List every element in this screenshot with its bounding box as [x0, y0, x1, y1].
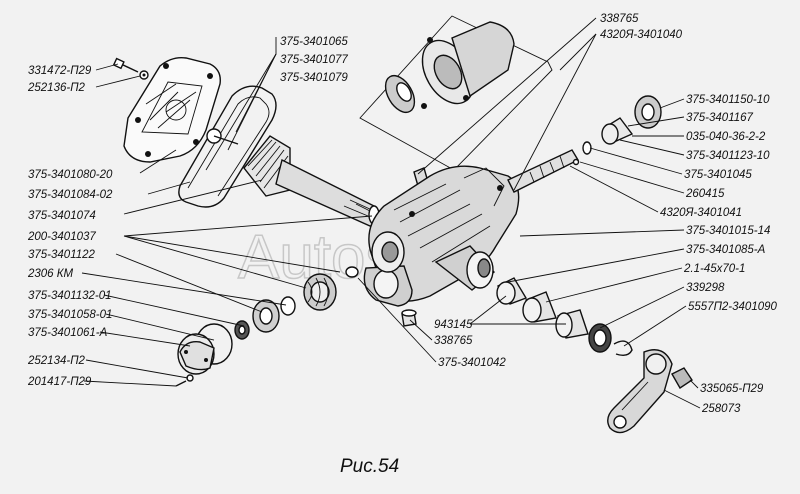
leader-lines	[81, 17, 701, 409]
label-375-3401167: 375-3401167	[686, 112, 754, 124]
label-375-3401065: 375-3401065	[280, 36, 348, 48]
input-shaft	[507, 141, 592, 193]
gear-housing	[363, 165, 520, 307]
housing-small-ring	[345, 266, 359, 278]
label-375-3401015-14: 375-3401015-14	[686, 225, 770, 237]
pitman-arm	[607, 349, 693, 434]
label-2-1-45x70-1: 2.1-45х70-1	[683, 263, 745, 275]
sector-shaft	[243, 135, 381, 227]
label-258073: 258073	[701, 403, 741, 415]
label-375-3401079: 375-3401079	[280, 72, 348, 84]
lower-bushings	[496, 277, 633, 357]
label-375-3401123-10: 375-3401123-10	[686, 150, 770, 162]
label-375-3401080-20: 375-3401080-20	[28, 169, 113, 181]
label-4320ya-3401040: 4320Я-3401040	[600, 29, 683, 41]
label-375-3401061-a: 375-3401061-А	[28, 327, 108, 339]
label-375-3401077: 375-3401077	[280, 54, 348, 66]
label-375-3401132-01: 375-3401132-01	[28, 290, 112, 302]
label-331472-p29: 331472-П29	[28, 65, 92, 77]
parts-layer	[112, 15, 693, 434]
label-375-3401085-a: 375-3401085-А	[686, 244, 766, 256]
label-375-3401122: 375-3401122	[28, 249, 96, 261]
cover-gasket	[178, 85, 277, 208]
bolt-top-left	[112, 57, 149, 80]
label-943145: 943145	[434, 319, 473, 331]
label-338765-top: 338765	[600, 13, 639, 25]
label-035-040-36-2-2: 035-040-36-2-2	[686, 131, 766, 143]
part-number-labels: 331472-П29 252136-П2 375-3401065 375-340…	[27, 13, 778, 415]
label-339298: 339298	[686, 282, 725, 294]
label-375-3401045: 375-3401045	[684, 169, 752, 181]
upper-cover-assembly	[359, 15, 553, 171]
label-200-3401037: 200-3401037	[27, 231, 96, 243]
label-375-3401058-01: 375-3401058-01	[28, 309, 112, 321]
label-375-3401074: 375-3401074	[28, 210, 96, 222]
side-cover	[123, 56, 221, 163]
label-201417-p29: 201417-П29	[27, 376, 92, 388]
label-375-3401150-10: 375-3401150-10	[686, 94, 770, 106]
left-bearing-stack	[234, 273, 337, 340]
figure-caption: Рис.54	[340, 456, 399, 477]
label-375-3401084-02: 375-3401084-02	[28, 189, 113, 201]
right-bearing-stack	[601, 95, 662, 145]
label-260415: 260415	[685, 188, 725, 200]
end-cover	[175, 323, 233, 387]
label-252136-p2: 252136-П2	[27, 82, 86, 94]
label-5557p2-3401090: 5557П2-3401090	[688, 301, 778, 313]
label-252134-p2: 252134-П2	[27, 355, 86, 367]
label-2306-km: 2306 КМ	[27, 268, 74, 280]
label-375-3401042: 375-3401042	[438, 357, 506, 369]
label-335065-p29: 335065-П29	[700, 383, 764, 395]
label-4320ya-3401041: 4320Я-3401041	[660, 207, 742, 219]
label-338765-bottom: 338765	[434, 335, 473, 347]
